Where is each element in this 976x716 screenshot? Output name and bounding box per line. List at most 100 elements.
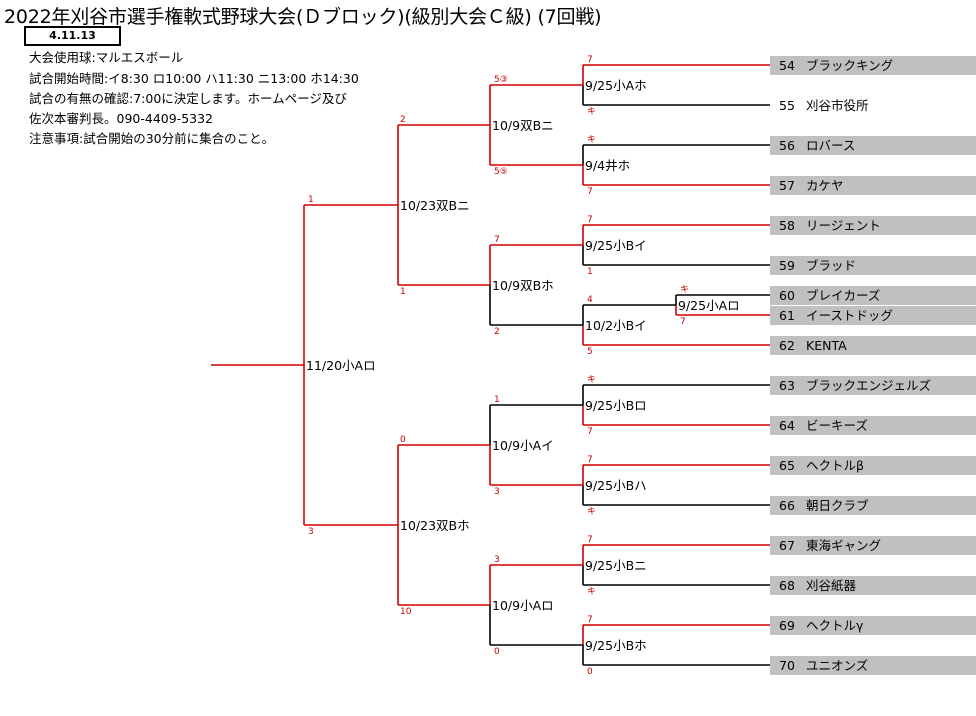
- score: 3: [308, 527, 314, 537]
- team-name: 朝日クラブ: [806, 498, 869, 513]
- score: 1: [494, 395, 500, 405]
- team-number: 64: [779, 418, 795, 433]
- score: 3: [494, 555, 500, 565]
- team-box: 70 ユニオンズ: [770, 656, 976, 675]
- score: 2: [494, 327, 500, 337]
- score: 7: [587, 615, 593, 625]
- team-box: 64 ビーキーズ: [770, 416, 976, 435]
- score: 0: [587, 667, 593, 677]
- score: 0: [494, 647, 500, 657]
- info-umpire: 佐次本審判長。090-4409-5332: [29, 111, 214, 126]
- team-name: 刈谷市役所: [806, 98, 869, 113]
- game-label: 9/25小Bハ: [585, 478, 647, 493]
- score: 10: [400, 607, 412, 617]
- team-name: ユニオンズ: [806, 658, 869, 673]
- team-box: 61 イーストドッグ: [770, 306, 976, 325]
- team-box: 65 ヘクトルβ: [770, 456, 976, 475]
- team-number: 68: [779, 578, 795, 593]
- team-box: 66 朝日クラブ: [770, 496, 976, 515]
- team-name: 東海ギャング: [806, 538, 882, 553]
- team-number: 60: [779, 288, 795, 303]
- team-name: ブレイカーズ: [806, 288, 881, 303]
- team-box: 69 ヘクトルγ: [770, 616, 976, 635]
- score: キ: [587, 375, 596, 385]
- team-box: 63 ブラックエンジェルズ: [770, 376, 976, 395]
- score: 7: [587, 535, 593, 545]
- game-label: 9/25小Aホ: [585, 78, 647, 93]
- score: 5③: [494, 75, 508, 85]
- score: 7: [587, 215, 593, 225]
- team-number: 66: [779, 498, 795, 513]
- score: キ: [587, 507, 596, 517]
- info-confirmation: 試合の有無の確認:7:00に決定します。ホームページ及び: [29, 91, 347, 106]
- game-label: 9/25小Bイ: [585, 238, 647, 253]
- game-label: 10/23双Bニ: [400, 198, 470, 213]
- score: 7: [494, 235, 500, 245]
- game-label: 10/23双Bホ: [400, 518, 470, 533]
- score: キ: [587, 107, 596, 117]
- score: 7: [587, 427, 593, 437]
- team-name: イーストドッグ: [806, 308, 893, 323]
- team-number: 62: [779, 338, 795, 353]
- game-label: 10/9小Aロ: [492, 598, 554, 613]
- game-label: 9/25小Bニ: [585, 558, 647, 573]
- score: 7: [680, 317, 686, 327]
- info-ball: 大会使用球:マルエスボール: [29, 50, 184, 65]
- score: 5⑤: [494, 167, 508, 177]
- team-number: 59: [779, 258, 795, 273]
- game-label: 9/25小Aロ: [678, 298, 740, 313]
- team-box: 68 刈谷紙器: [770, 576, 976, 595]
- team-name: ビーキーズ: [806, 418, 868, 433]
- score: 1: [400, 287, 406, 297]
- team-name: カケヤ: [806, 178, 844, 193]
- score: 1: [587, 267, 593, 277]
- team-number: 54: [779, 58, 795, 73]
- team-name: リージェント: [806, 218, 881, 233]
- team-number: 63: [779, 378, 795, 393]
- game-label: 9/4井ホ: [585, 158, 630, 173]
- info-start-times: 試合開始時間:イ8:30 ロ10:00 ハ11:30 ニ13:00 ホ14:30: [29, 71, 359, 86]
- team-number: 58: [779, 218, 795, 233]
- team-number: 61: [779, 308, 795, 323]
- game-label: 11/20小Aロ: [306, 358, 376, 373]
- team-number: 69: [779, 618, 795, 633]
- team-name: ブラックエンジェルズ: [806, 378, 932, 393]
- team-box: 59 ブラッド: [770, 256, 976, 275]
- team-name: ヘクトルγ: [806, 618, 864, 633]
- game-label: 10/9双Bホ: [492, 278, 554, 293]
- game-label: 10/9双Bニ: [492, 118, 554, 133]
- score: 0: [400, 435, 406, 445]
- team-box: 62 KENTA: [770, 336, 976, 355]
- team-number: 70: [779, 658, 795, 673]
- game-label: 9/25小Bロ: [585, 398, 647, 413]
- score: 2: [400, 115, 406, 125]
- score: 5: [587, 347, 593, 357]
- score: 7: [587, 55, 593, 65]
- score: 4: [587, 295, 593, 305]
- team-box: 57 カケヤ: [770, 176, 976, 195]
- team-number: 65: [779, 458, 795, 473]
- score: 7: [587, 187, 593, 197]
- score: 1: [308, 195, 314, 205]
- team-number: 57: [779, 178, 795, 193]
- score: キ: [587, 587, 596, 597]
- team-name: ロバース: [806, 138, 856, 153]
- team-name: ヘクトルβ: [806, 458, 864, 473]
- team-number: 67: [779, 538, 795, 553]
- score: キ: [680, 285, 689, 295]
- score: 7: [587, 455, 593, 465]
- info-notes: 注意事項:試合開始の30分前に集合のこと。: [29, 131, 275, 146]
- team-box: 67 東海ギャング: [770, 536, 976, 555]
- date-box: 4.11.13: [24, 26, 121, 46]
- team-name: KENTA: [806, 338, 847, 353]
- team-name: 刈谷紙器: [806, 578, 857, 593]
- team-box: 60 ブレイカーズ: [770, 286, 976, 305]
- team-box: 58 リージェント: [770, 216, 976, 235]
- score: 3: [494, 487, 500, 497]
- game-label: 9/25小Bホ: [585, 638, 647, 653]
- page-title: 2022年刈谷市選手権軟式野球大会(Ｄブロック)(級別大会Ｃ級) (7回戦): [4, 6, 602, 28]
- team-name: ブラッド: [806, 258, 857, 273]
